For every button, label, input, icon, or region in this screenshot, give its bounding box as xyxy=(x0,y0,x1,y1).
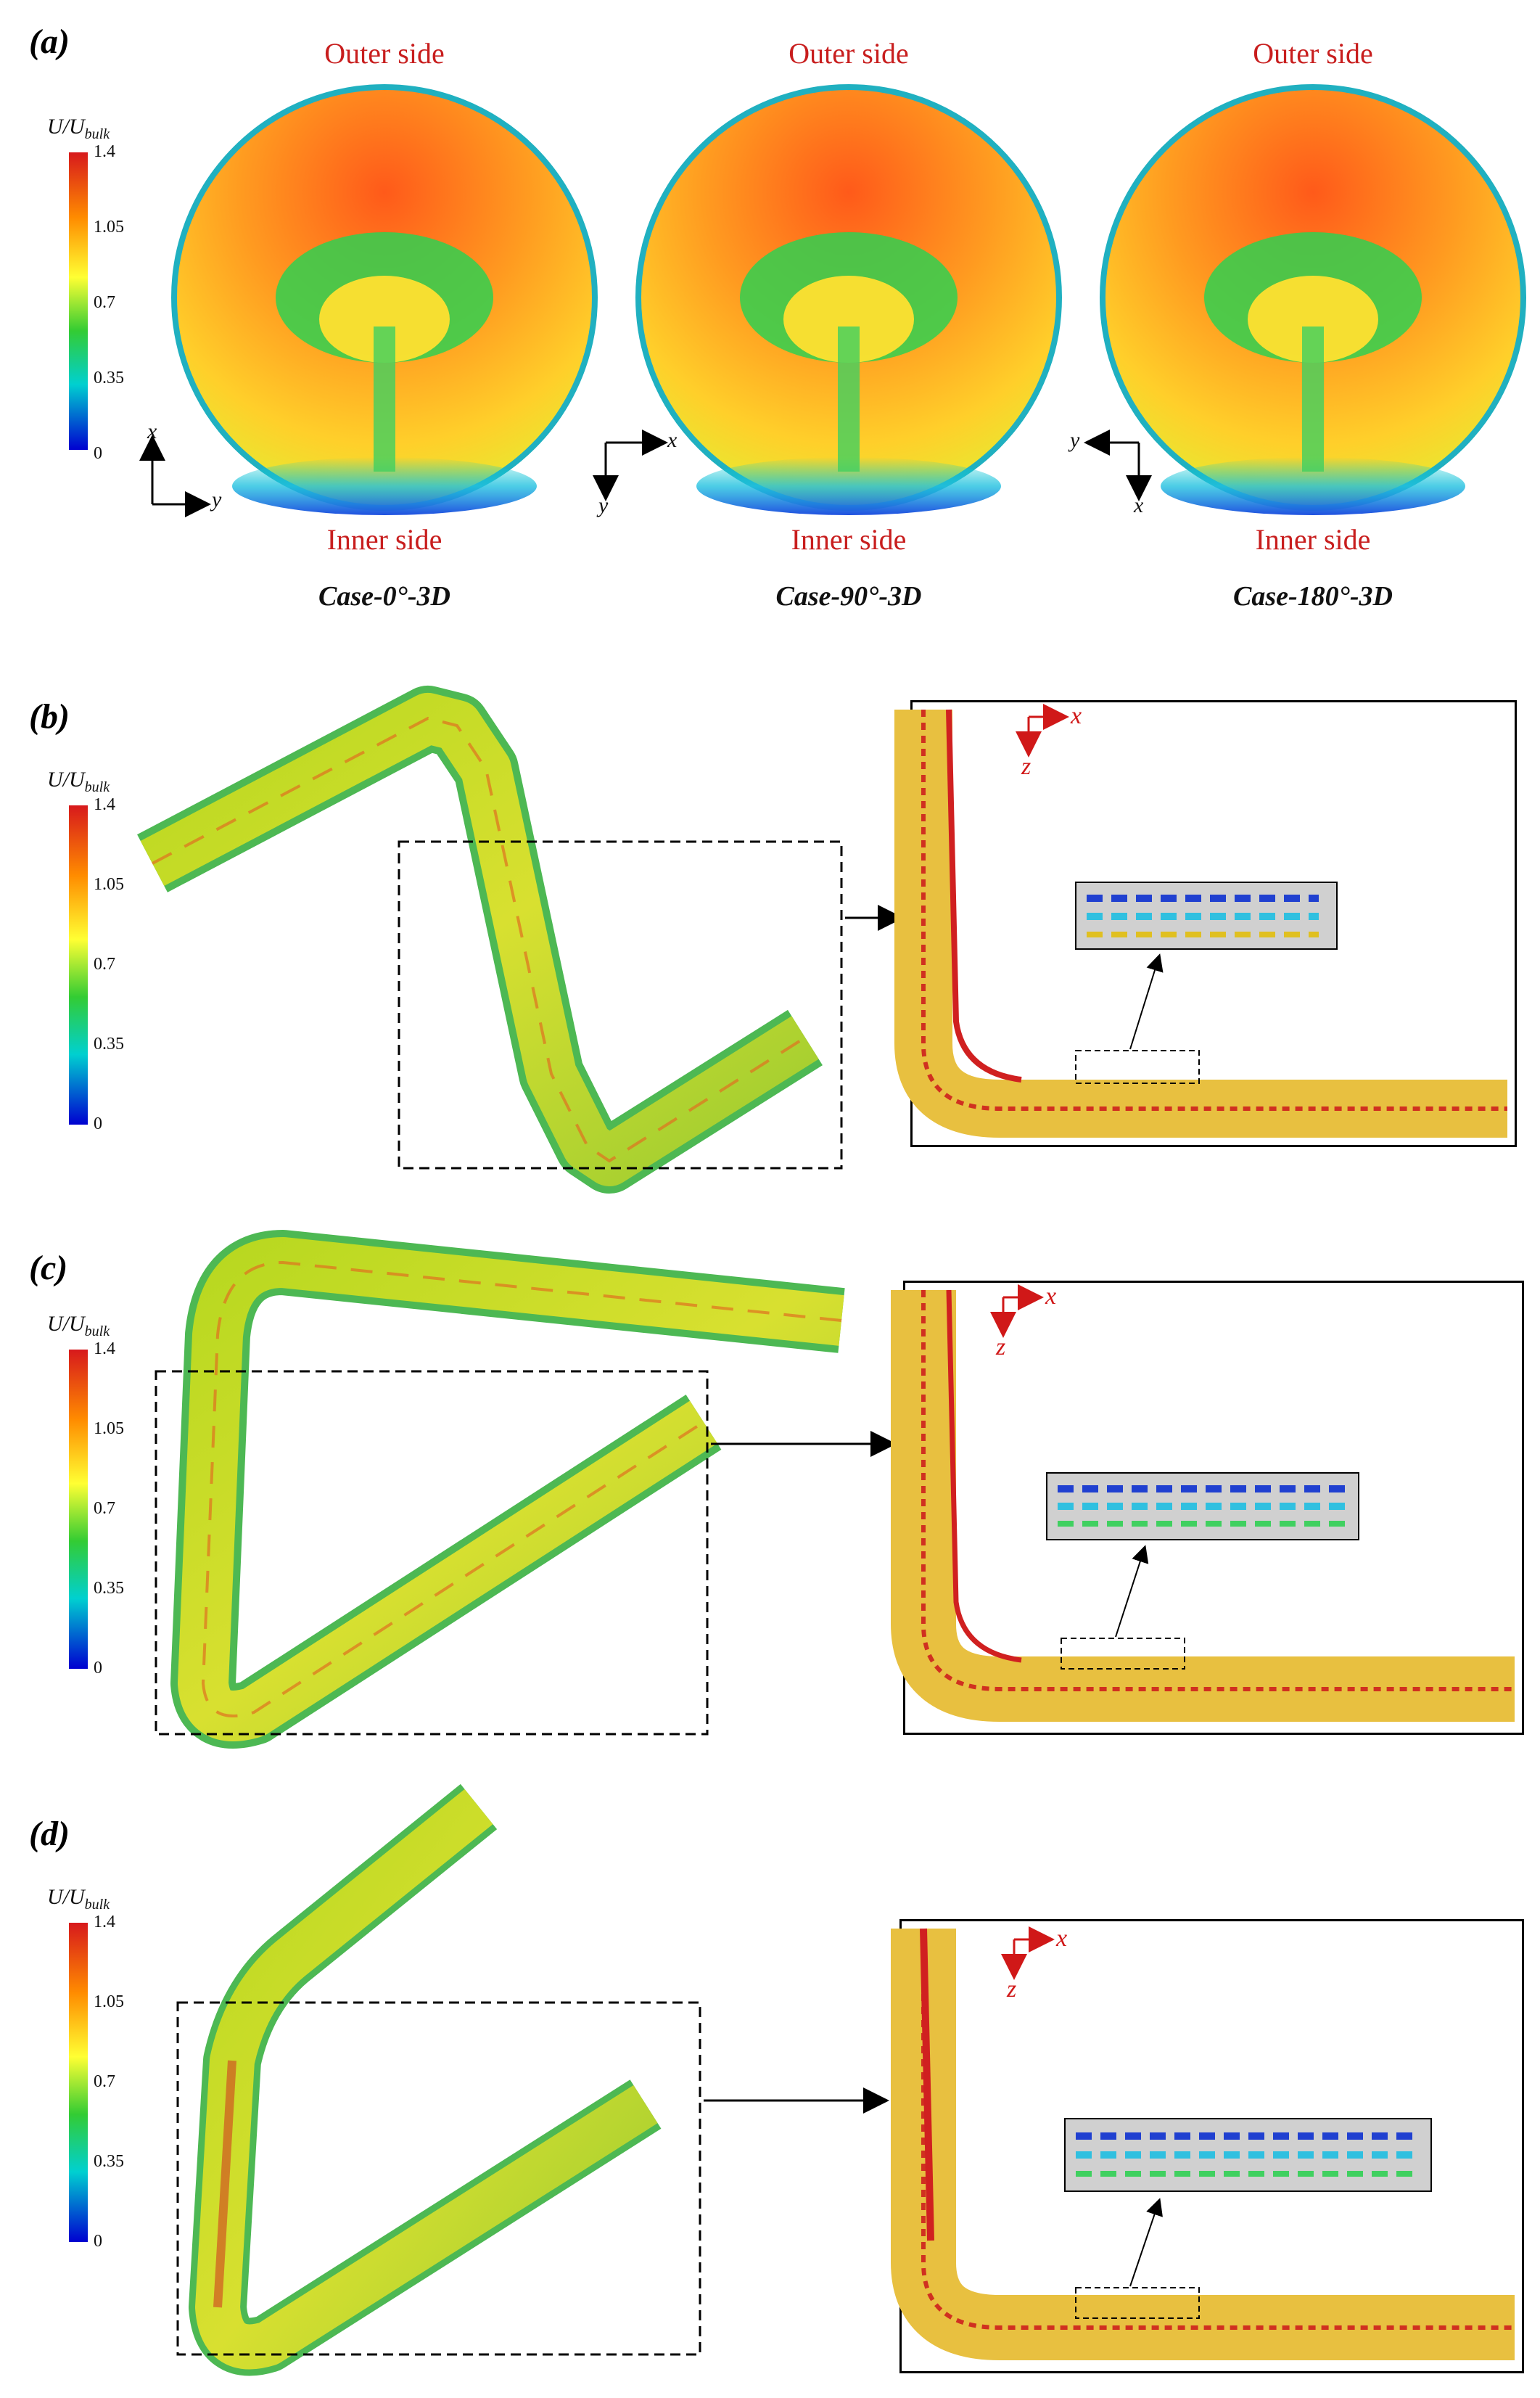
inner-side-label: Inner side xyxy=(326,523,442,556)
colorbar-tick: 0.7 xyxy=(94,2072,115,2091)
axis-triad-case180 xyxy=(1084,430,1152,501)
inset-axis-x: x xyxy=(1056,1925,1068,1952)
colorbar-gradient xyxy=(69,805,88,1125)
vector-field-d xyxy=(891,1926,1515,2360)
panel-label-c: (c) xyxy=(29,1249,68,1287)
inner-side-label: Inner side xyxy=(791,523,907,556)
axis-triad-case90 xyxy=(593,430,668,501)
colorbar-tick: 1.4 xyxy=(94,142,115,161)
colorbar-tick: 0.7 xyxy=(94,955,115,974)
colorbar-tick: 0 xyxy=(94,2232,102,2251)
vector-field-b xyxy=(894,704,1507,1138)
colorbar-title: U/Ubulk xyxy=(47,115,110,142)
velocity-contour-case90 xyxy=(635,84,1062,515)
inset-d: x z xyxy=(891,1919,1524,2373)
axis-label: y xyxy=(598,493,609,517)
colorbar-gradient xyxy=(69,1923,88,2242)
streamlines-d xyxy=(176,1783,889,2376)
colorbar-tick: 1.05 xyxy=(94,1992,124,2011)
colorbar-tick: 0 xyxy=(94,1114,102,1133)
inset-b: x z xyxy=(894,700,1517,1147)
case-label: Case-180°-3D xyxy=(1233,581,1393,612)
colorbar-tick: 0 xyxy=(94,444,102,463)
colorbar-tick: 0.35 xyxy=(94,2152,124,2171)
colorbar-title: U/Ubulk xyxy=(47,1312,110,1339)
axis-label: x xyxy=(667,428,678,452)
case-label: Case-90°-3D xyxy=(775,581,922,612)
colorbar-tick: 0.35 xyxy=(94,1035,124,1054)
inner-side-label: Inner side xyxy=(1255,523,1371,556)
axis-label: y xyxy=(1070,428,1080,452)
vector-field-c xyxy=(891,1284,1515,1722)
colorbar-title: U/Ubulk xyxy=(47,768,110,795)
inset-axis-z: z xyxy=(1007,1976,1017,2003)
colorbar-tick: 0.7 xyxy=(94,1499,115,1518)
inset-axis-z: z xyxy=(1021,753,1032,780)
panel-label-a: (a) xyxy=(29,22,70,61)
colorbar-title: U/Ubulk xyxy=(47,1885,110,1913)
outer-side-label: Outer side xyxy=(1253,37,1373,70)
colorbar-tick: 0.7 xyxy=(94,293,115,312)
colorbar-gradient xyxy=(69,1350,88,1669)
inset-axis-x: x xyxy=(1045,1283,1057,1310)
colorbar-tick: 0.35 xyxy=(94,369,124,387)
outer-side-label: Outer side xyxy=(324,37,445,70)
inset-axis-x: x xyxy=(1071,702,1082,729)
axis-label: x xyxy=(1134,493,1144,517)
panel-label-b: (b) xyxy=(29,697,70,736)
colorbar-tick: 0.35 xyxy=(94,1579,124,1598)
colorbar-tick: 1.05 xyxy=(94,1419,124,1438)
streamlines-b xyxy=(137,686,904,1194)
velocity-contour-case180 xyxy=(1100,84,1526,515)
colorbar-gradient xyxy=(69,152,88,450)
axis-label: x xyxy=(147,419,157,443)
axis-label: y xyxy=(212,488,222,512)
outer-side-label: Outer side xyxy=(788,37,909,70)
panel-label-d: (d) xyxy=(29,1815,70,1853)
colorbar-tick: 1.4 xyxy=(94,1913,115,1931)
colorbar-tick: 1.05 xyxy=(94,218,124,237)
colorbar-tick: 1.4 xyxy=(94,795,115,814)
inset-c: x z xyxy=(891,1281,1524,1735)
case-label: Case-0°-3D xyxy=(318,581,450,612)
axis-triad-case0 xyxy=(139,435,211,517)
velocity-contour-case0 xyxy=(171,84,598,515)
colorbar-tick: 1.4 xyxy=(94,1339,115,1358)
colorbar-tick: 0 xyxy=(94,1659,102,1678)
colorbar-tick: 1.05 xyxy=(94,875,124,894)
streamlines-c xyxy=(155,1230,897,1749)
inset-axis-z: z xyxy=(996,1334,1006,1360)
